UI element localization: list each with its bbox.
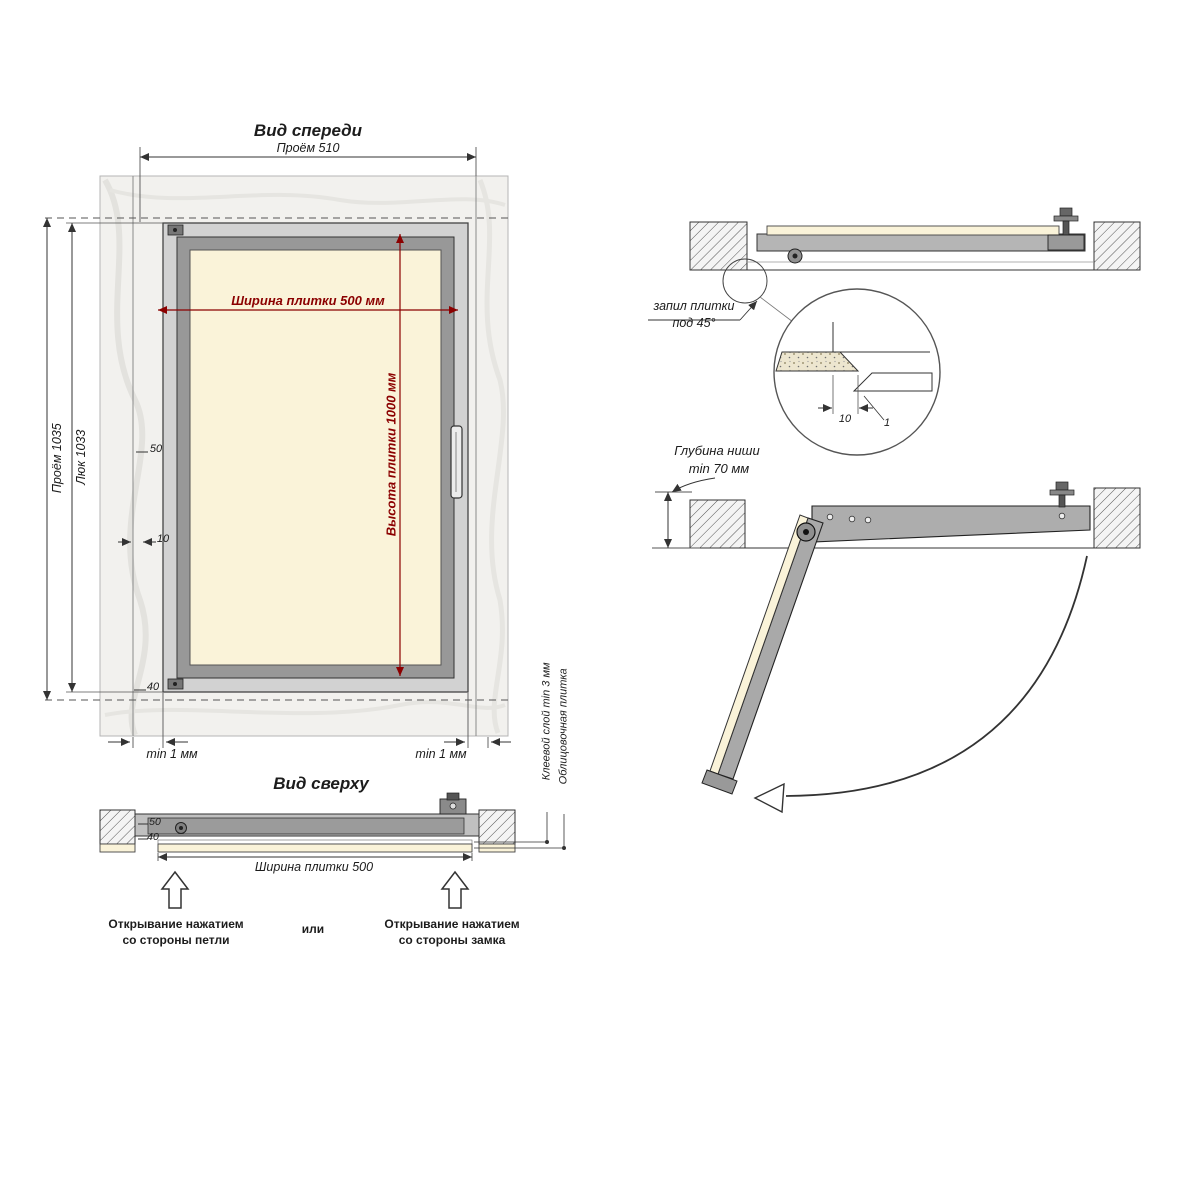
facing-tile-label: Облицовочная плитка <box>557 668 570 785</box>
open-hinge-label-line1: Открывание нажатием <box>108 917 244 931</box>
open-direction-arrow-lock <box>440 870 470 909</box>
gap-10-dim: 10 <box>156 533 170 545</box>
niche-depth-label-line2: min 70 мм <box>688 461 750 476</box>
tile-width-500-dim: Ширина плитки 500 <box>254 860 374 874</box>
adhesive-layer <box>157 839 473 845</box>
wall-tile-45-cut <box>775 351 860 372</box>
opening-width-dim: Проём 510 <box>276 141 340 155</box>
detail-circle <box>773 288 941 456</box>
min-gap-left-dim: min 1 мм <box>146 747 198 761</box>
wall-block-right <box>1093 221 1141 271</box>
open-lock-label-line1: Открывание нажатием <box>384 917 520 931</box>
tile-cut-label-line2: под 45° <box>672 316 716 330</box>
wall-block-left <box>99 809 136 845</box>
frame-arm <box>811 505 1091 543</box>
open-door-frame <box>717 517 824 780</box>
frame-offset-50-dim: 50 <box>149 443 163 455</box>
wall-block-right <box>1093 487 1141 549</box>
tile-height-dim: Высота плитки 1000 мм <box>383 372 399 537</box>
adhesive-layer-label: Клеевой слой min 3 мм <box>540 662 553 781</box>
open-hinge-label-line2: со стороны петли <box>122 933 230 947</box>
wall-block-right <box>478 809 516 845</box>
detail-circle-drawing <box>773 288 941 456</box>
opening-height-dim: Проём 1035 <box>49 423 64 494</box>
open-direction-arrow-hinge <box>160 870 190 909</box>
open-door-tile <box>709 514 809 775</box>
latch-body <box>1047 234 1085 251</box>
wall-block-left <box>689 499 746 549</box>
frame-50-dim: 50 <box>149 816 161 828</box>
frame-40-dim: 40 <box>147 831 159 843</box>
tile-cut-label-line1: запил плитки <box>653 299 735 313</box>
door-end-cap <box>701 769 738 795</box>
front-view-title: Вид спереди <box>253 121 363 140</box>
bottom-40-dim: 40 <box>146 681 160 693</box>
closed-section-drawing <box>648 207 1141 323</box>
hatch-height-dim: Люк 1033 <box>73 429 88 485</box>
detail-10-dim: 10 <box>838 413 852 425</box>
or-label: или <box>301 922 325 936</box>
door-tile-45-cut <box>852 372 933 392</box>
tile-section <box>766 225 1060 236</box>
top-view-title: Вид сверху <box>273 774 369 793</box>
detail-balloon <box>722 258 768 304</box>
min-gap-right-dim: min 1 мм <box>415 747 467 761</box>
tile-section <box>157 843 473 853</box>
wall-block-left <box>689 221 748 271</box>
tile-width-dim: Ширина плитки 500 мм <box>231 293 385 308</box>
swing-arrowhead <box>753 782 785 814</box>
frame-section <box>756 233 1086 252</box>
open-section-drawing <box>652 477 1141 814</box>
front-view-drawing <box>43 147 511 748</box>
swing-arc <box>785 555 1088 797</box>
niche-depth-label-line1: Глубина ниши <box>674 443 760 458</box>
hatch-tile-panel <box>189 249 442 666</box>
detail-1-dim: 1 <box>883 417 891 429</box>
open-lock-label-line2: со стороны замка <box>398 933 506 947</box>
top-view-drawing <box>99 792 566 909</box>
